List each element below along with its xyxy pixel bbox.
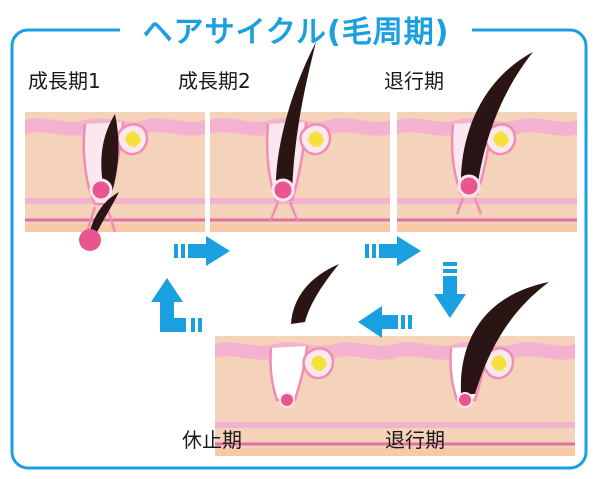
panel-growth2 bbox=[208, 42, 392, 234]
panel-telogen bbox=[213, 264, 397, 458]
label-growth1: 成長期1 bbox=[28, 69, 101, 93]
arrow-left bbox=[358, 306, 412, 338]
title-background bbox=[120, 14, 472, 50]
panel-growth1 bbox=[23, 110, 207, 251]
label-catagen-top: 退行期 bbox=[384, 69, 444, 93]
arrow-right-1 bbox=[174, 236, 230, 266]
arrow-up bbox=[151, 278, 202, 332]
diagram-title: ヘアサイクル(毛周期) bbox=[143, 15, 450, 50]
panel-catagen-bottom bbox=[393, 282, 577, 458]
arrow-down bbox=[434, 262, 466, 318]
panel-catagen-top bbox=[395, 52, 579, 234]
arrow-right-2 bbox=[365, 236, 421, 266]
label-catagen-bottom: 退行期 bbox=[385, 428, 445, 452]
label-telogen: 休止期 bbox=[182, 428, 242, 452]
label-growth2: 成長期2 bbox=[178, 69, 251, 93]
